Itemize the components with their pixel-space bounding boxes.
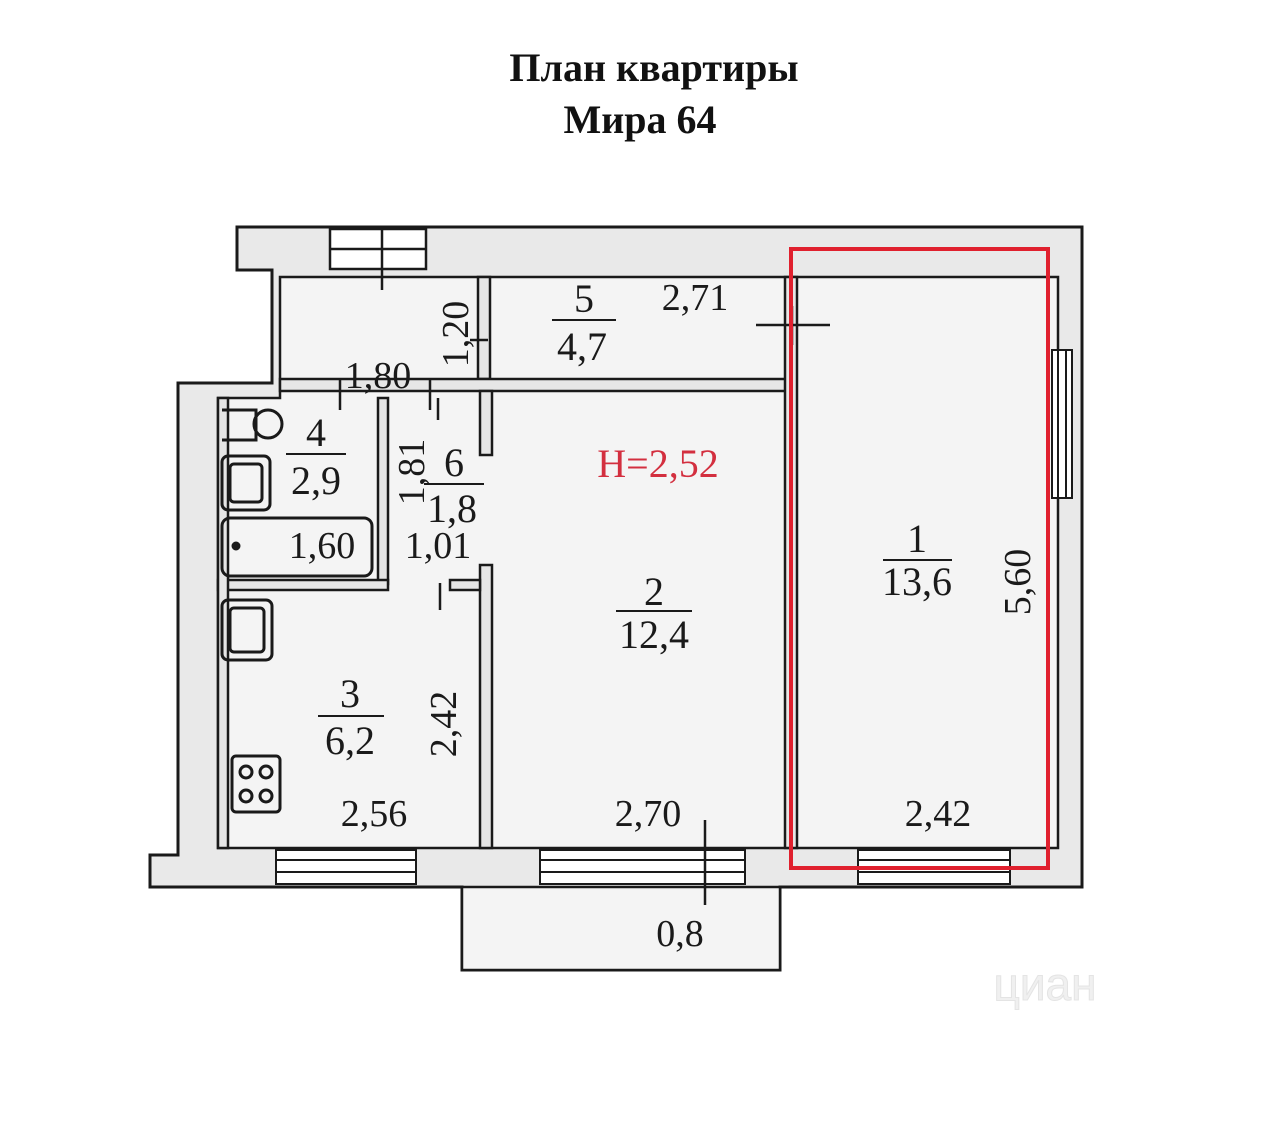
dim-storage-depth: 1,20 <box>435 301 477 368</box>
bathtub-icon <box>220 516 374 578</box>
plan-address: Мира 64 <box>563 97 717 142</box>
room-4-area: 2,9 <box>291 458 341 503</box>
dim-balcony-depth: 0,8 <box>656 913 704 955</box>
dim-room2-width: 2,70 <box>615 793 682 835</box>
room-1-area: 13,6 <box>882 559 952 604</box>
ceiling-height: H=2,52 <box>597 441 718 486</box>
watermark-logo: циан <box>993 958 1096 1010</box>
room-4-number: 4 <box>306 410 326 455</box>
kitchen-sink-icon <box>220 598 274 662</box>
dim-storage-width: 1,80 <box>345 355 412 397</box>
top-window <box>328 227 428 290</box>
room-3-area: 6,2 <box>325 718 375 763</box>
room-2-area: 12,4 <box>619 612 689 657</box>
toilet-icon <box>222 408 284 442</box>
room-5-number: 5 <box>574 276 594 321</box>
dim-room6-depth: 1,81 <box>391 439 433 506</box>
plan-title: План квартиры <box>509 45 799 90</box>
room-6-area: 1,8 <box>427 486 477 531</box>
dimension-ticks <box>338 306 830 905</box>
stove-icon <box>230 754 282 814</box>
dimension-labels: 2,71 1,80 1,60 1,01 2,56 2,70 2,42 0,8 1… <box>289 277 1039 955</box>
dim-room3-depth: 2,42 <box>423 691 465 758</box>
room-1-number: 1 <box>907 516 927 561</box>
right-window <box>1051 349 1073 499</box>
dim-room1-depth: 5,60 <box>997 549 1039 616</box>
room-5-area: 4,7 <box>557 324 607 369</box>
room-3-number: 3 <box>340 671 360 716</box>
room-labels: 1 13,6 2 12,4 3 6,2 4 2,9 5 4,7 6 1,8 <box>286 276 952 763</box>
dim-bath-width: 1,60 <box>289 525 356 567</box>
sink-icon <box>220 454 272 512</box>
room-6-number: 6 <box>444 440 464 485</box>
balcony <box>460 885 782 972</box>
room-2-number: 2 <box>644 569 664 614</box>
dim-room3-width: 2,56 <box>341 793 408 835</box>
dim-room1-width: 2,42 <box>905 793 972 835</box>
dim-room5-width: 2,71 <box>662 277 729 319</box>
room-1-highlight <box>789 247 1050 870</box>
dim-room6-width: 1,01 <box>405 525 472 567</box>
